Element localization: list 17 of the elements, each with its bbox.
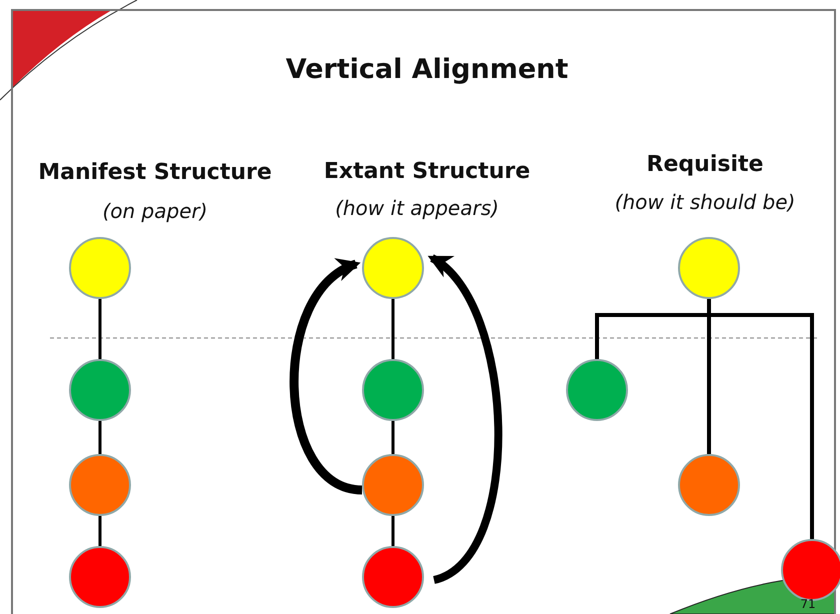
column-heading: Requisite [646, 152, 764, 177]
connector-line [392, 516, 394, 546]
column-subheading: (how it appears) [335, 196, 499, 220]
connector-line [98, 299, 102, 359]
page-number: 71 [800, 597, 816, 611]
curved-arrow [428, 254, 502, 584]
column-heading: Manifest Structure [38, 160, 272, 185]
column-subheading: (how it should be) [614, 190, 796, 214]
column-heading: Extant Structure [324, 159, 530, 184]
title: Vertical Alignment [286, 54, 568, 85]
connector-line [98, 516, 102, 546]
curved-arrow [290, 260, 363, 494]
connector-line [392, 299, 394, 359]
connector-line [392, 421, 394, 454]
connector-line [98, 421, 102, 454]
column-subheading: (on paper) [102, 199, 208, 223]
connector-line [707, 299, 814, 539]
